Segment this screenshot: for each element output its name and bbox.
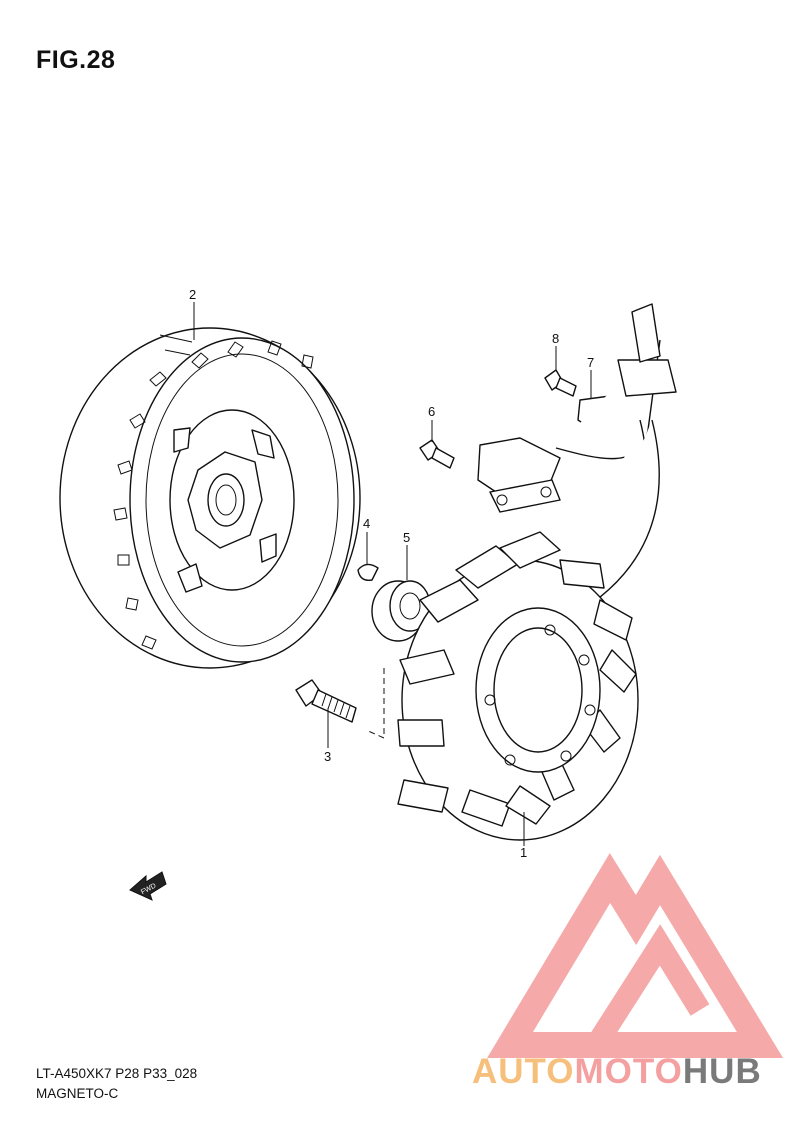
watermark-part2: MOTO	[574, 1052, 683, 1091]
watermark-part3: HUB	[682, 1052, 762, 1091]
woodruff-key	[357, 563, 379, 581]
pickup-coil	[477, 437, 561, 513]
callout-4: 4	[363, 516, 370, 531]
clamp-screw	[544, 369, 577, 397]
stator-coil	[397, 531, 639, 841]
callout-3: 3	[324, 749, 331, 764]
figure-title: FIG.28	[36, 46, 116, 74]
rotor-bolt	[295, 679, 357, 723]
flywheel-rotor	[59, 327, 361, 669]
pickup-screw	[419, 439, 455, 469]
leader-lines	[193, 302, 592, 846]
callout-6: 6	[428, 404, 435, 419]
watermark-part1: AUTO	[472, 1052, 575, 1091]
fwd-arrow: FWD	[129, 871, 167, 901]
callout-7: 7	[587, 355, 594, 370]
watermark-brand: AUTOMOTOHUB	[472, 1052, 762, 1092]
callout-2: 2	[189, 287, 196, 302]
rotor-nut	[371, 580, 431, 642]
footer-section-name: MAGNETO-C	[36, 1086, 119, 1101]
callout-8: 8	[552, 331, 559, 346]
callout-5: 5	[403, 530, 410, 545]
watermark-logo	[487, 853, 784, 1058]
footer-catalog-code: LT-A450XK7 P28 P33_028	[36, 1066, 198, 1081]
callout-1: 1	[520, 845, 527, 860]
